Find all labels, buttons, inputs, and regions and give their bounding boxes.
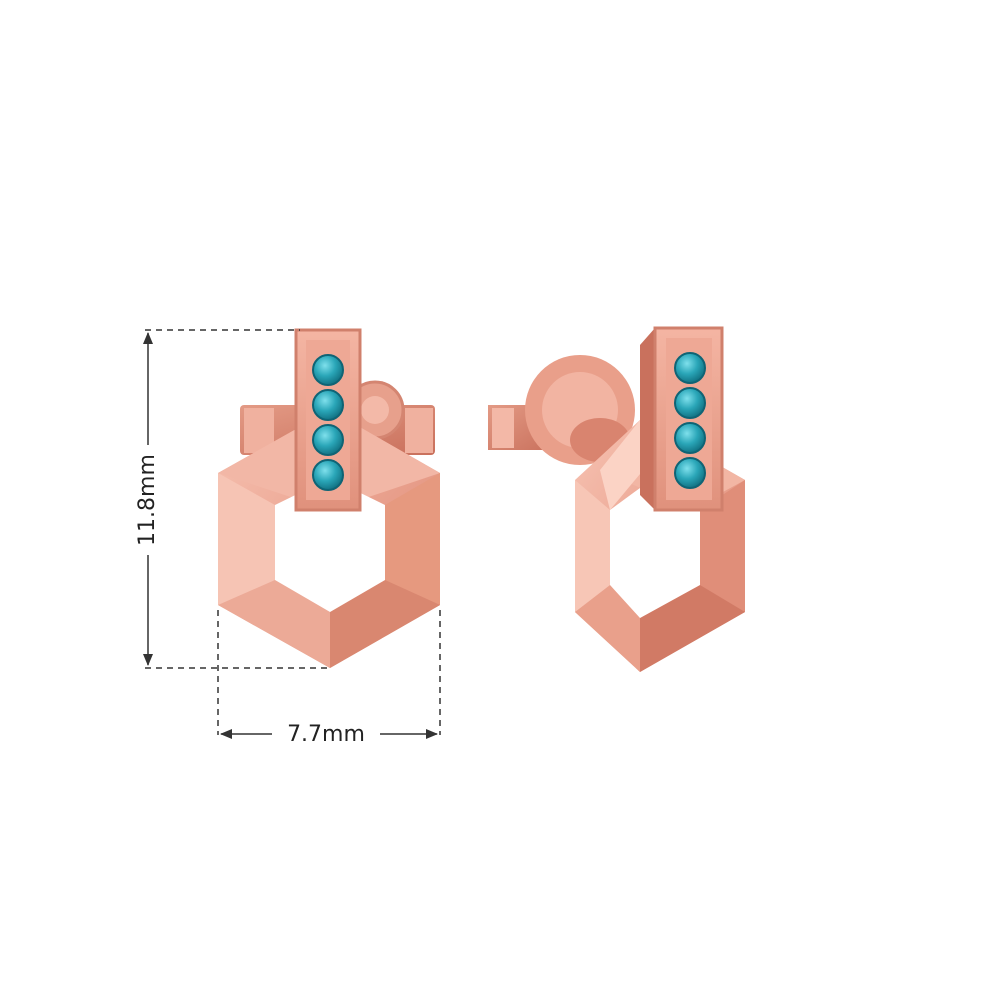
pave-bar (294, 328, 362, 512)
left-earring (218, 328, 440, 668)
width-dimension (217, 610, 441, 739)
width-label: 7.7mm (287, 722, 365, 747)
height-dimension (143, 329, 330, 669)
gemstone (674, 387, 706, 419)
gemstone (312, 459, 344, 491)
height-label: 11.8mm (135, 454, 160, 546)
earring-back (488, 355, 635, 465)
gemstone (312, 389, 344, 421)
right-earring (488, 326, 745, 672)
gemstone (674, 352, 706, 384)
gemstone (312, 354, 344, 386)
gemstone (674, 457, 706, 489)
gemstone (312, 424, 344, 456)
pave-bar (640, 326, 724, 512)
gemstone (674, 422, 706, 454)
hexagon-frame (575, 420, 745, 672)
